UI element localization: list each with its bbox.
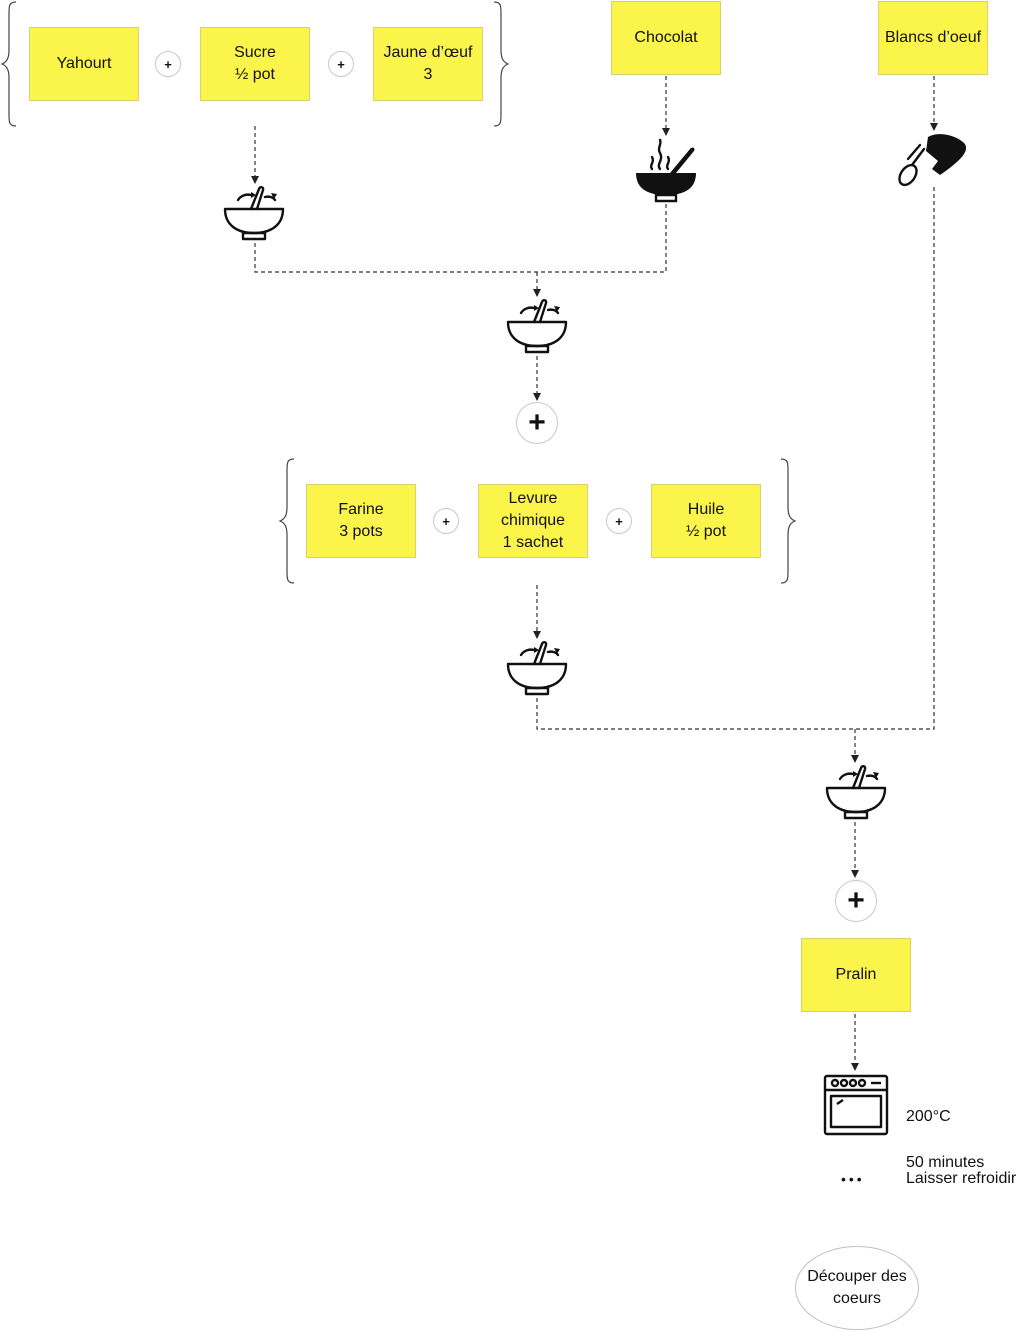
plus-label: +	[164, 56, 172, 72]
ingredient-pralin: Pralin	[801, 938, 911, 1012]
plus-icon: +	[155, 51, 181, 77]
plus-icon: +	[516, 402, 558, 444]
ingredient-farine-label: Farine 3 pots	[338, 501, 384, 540]
plus-icon: +	[606, 508, 632, 534]
mixing-bowl-icon	[223, 186, 285, 241]
final-step-label: Découper des coeurs	[807, 1268, 907, 1307]
ingredient-farine: Farine 3 pots	[306, 484, 416, 558]
ingredient-jaune: Jaune d’œuf 3	[373, 27, 483, 101]
ingredient-chocolat: Chocolat	[611, 1, 721, 75]
brace-left-group1	[0, 1, 17, 127]
ingredient-blancs-label: Blancs d’oeuf	[884, 29, 982, 46]
mixing-bowl-icon	[825, 765, 887, 820]
ellipsis-icon: •••	[841, 1171, 865, 1187]
ingredient-yahourt-label: Yahourt	[56, 55, 112, 72]
hot-bowl-icon	[636, 138, 696, 203]
ingredient-huile: Huile ½ pot	[651, 484, 761, 558]
oven-icon	[823, 1074, 889, 1136]
brace-right-group2	[780, 458, 797, 584]
ingredient-sucre: Sucre ½ pot	[200, 27, 310, 101]
ingredient-yahourt: Yahourt	[29, 27, 139, 101]
plus-icon: +	[328, 51, 354, 77]
final-step-node: Découper des coeurs	[795, 1246, 919, 1330]
oven-duration: 50 minutes	[906, 1154, 985, 1171]
mixing-bowl-icon	[506, 299, 568, 354]
ingredient-levure-label: Levure chimique 1 sachet	[500, 490, 566, 551]
ingredient-blancs: Blancs d’oeuf	[878, 1, 988, 75]
plus-label: +	[442, 513, 450, 529]
plus-label: +	[337, 56, 345, 72]
plus-icon: +	[433, 508, 459, 534]
mixing-bowl-icon	[506, 641, 568, 696]
plus-icon: +	[835, 880, 877, 922]
ingredient-sucre-label: Sucre ½ pot	[234, 44, 276, 83]
hand-mixer-icon	[898, 134, 967, 187]
oven-settings: 200°C 50 minutes	[906, 1082, 984, 1197]
line-bowl1-merge	[254, 200, 667, 273]
ingredient-jaune-label: Jaune d’œuf 3	[383, 44, 473, 83]
cool-label: Laisser refroidir	[906, 1170, 1017, 1187]
oven-temperature: 200°C	[906, 1108, 951, 1125]
ingredient-pralin-label: Pralin	[835, 966, 877, 983]
ingredient-huile-label: Huile ½ pot	[685, 501, 727, 540]
line-bowl3-merge	[536, 186, 935, 730]
ingredient-levure: Levure chimique 1 sachet	[478, 484, 588, 558]
plus-label: +	[615, 513, 623, 529]
ingredient-chocolat-label: Chocolat	[634, 29, 698, 46]
plus-label: +	[847, 884, 865, 917]
plus-label: +	[528, 406, 546, 439]
brace-left-group2	[278, 458, 295, 584]
brace-right-group1	[493, 1, 510, 127]
